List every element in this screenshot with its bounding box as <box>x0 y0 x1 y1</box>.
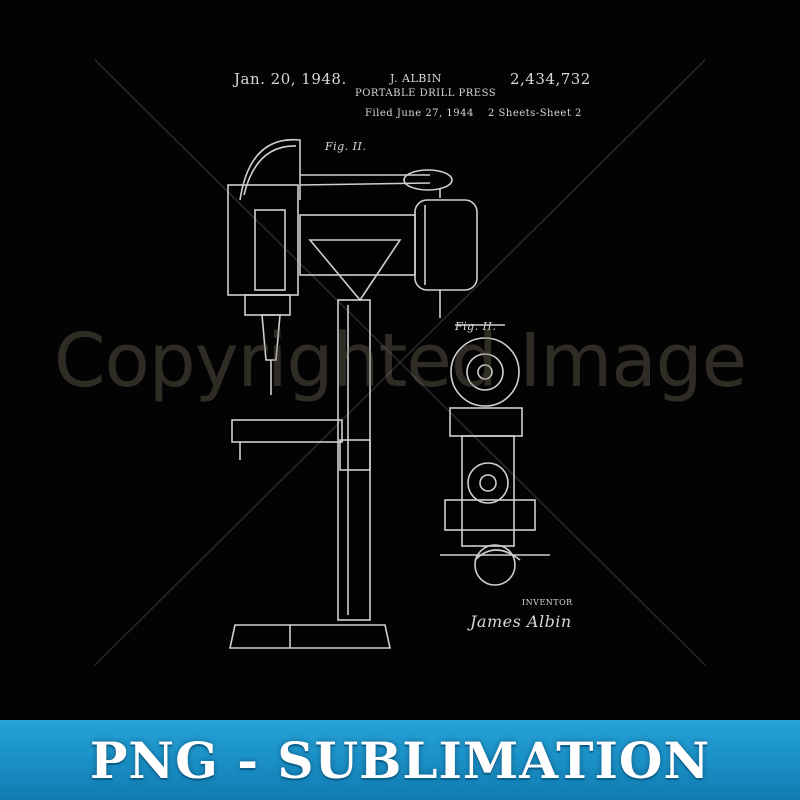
patent-title: PORTABLE DRILL PRESS <box>355 88 496 99</box>
copyright-watermark: Copyrighted Image <box>0 318 800 404</box>
inventor-label: INVENTOR <box>522 598 573 607</box>
patent-artwork: Jan. 20, 1948. J. ALBIN 2,434,732 PORTAB… <box>0 0 800 720</box>
inventor-signature: James Albin <box>470 612 572 631</box>
patent-number: 2,434,732 <box>510 70 591 88</box>
figure-label-left: Fig. II. <box>325 140 366 153</box>
patent-inventor: J. ALBIN <box>390 72 442 85</box>
patent-sheets: 2 Sheets-Sheet 2 <box>488 108 582 119</box>
banner-text: PNG - SUBLIMATION <box>90 731 710 790</box>
patent-filed: Filed June 27, 1944 <box>365 108 474 119</box>
patent-date: Jan. 20, 1948. <box>234 70 347 88</box>
sublimation-banner: PNG - SUBLIMATION <box>0 720 800 800</box>
